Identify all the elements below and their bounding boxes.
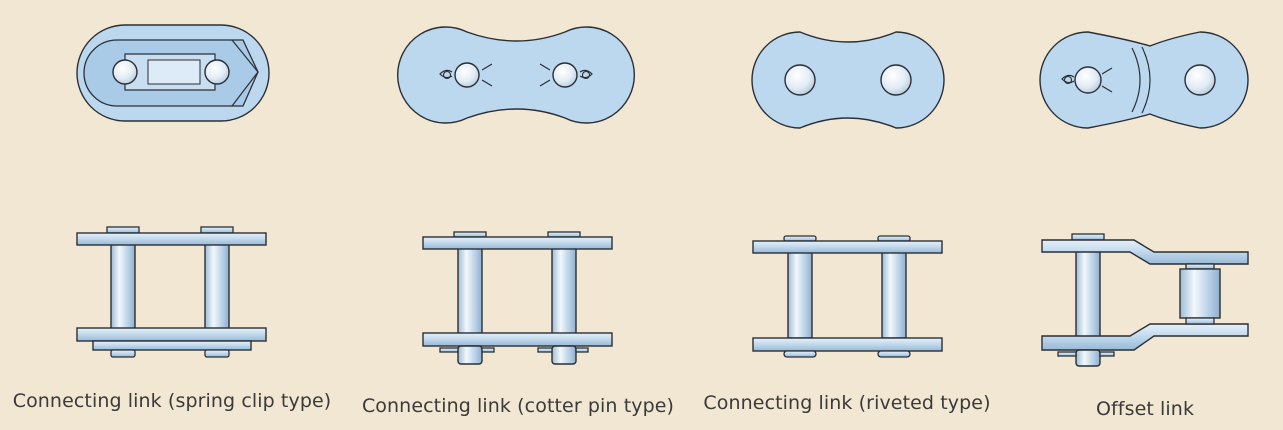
pin-hole (454, 62, 480, 88)
cotter-pin-icon (1063, 75, 1073, 85)
riveted-link-top-view (751, 31, 945, 129)
offset-plate (1041, 239, 1249, 265)
riveted-link-side-view (752, 235, 943, 358)
caption-riveted: Connecting link (riveted type) (703, 392, 991, 414)
offset-plate (1041, 323, 1249, 351)
pin-hole (1074, 66, 1102, 94)
cotter-pin-icon (442, 70, 452, 80)
outer-plate (752, 240, 943, 254)
spring-clip-link-side-view (76, 226, 267, 358)
outer-plate (422, 236, 613, 250)
cotter-pin-link-side-view (422, 231, 613, 365)
roller (1179, 268, 1221, 319)
pin-hole (1184, 64, 1216, 96)
caption-spring-clip: Connecting link (spring clip type) (12, 390, 332, 412)
outer-plate (76, 327, 267, 342)
cotter-pin-link-top-view (396, 26, 636, 124)
caption-cotter-pin: Connecting link (cotter pin type) (361, 395, 675, 417)
outer-plate (752, 337, 943, 352)
cotter-pin-icon (581, 70, 591, 80)
pin-hole (552, 62, 578, 88)
caption-offset: Offset link (1095, 398, 1195, 420)
pin-hole (112, 59, 138, 85)
spring-clip-link-top-view (76, 24, 270, 122)
rivet-head (784, 64, 816, 96)
offset-link-top-view (1039, 31, 1249, 129)
pin-hole (204, 59, 230, 85)
offset-link-side-view (1041, 233, 1249, 367)
outer-plate (422, 332, 613, 347)
outer-plate (76, 232, 267, 246)
rivet-head (880, 64, 912, 96)
spring-clip (92, 340, 252, 351)
